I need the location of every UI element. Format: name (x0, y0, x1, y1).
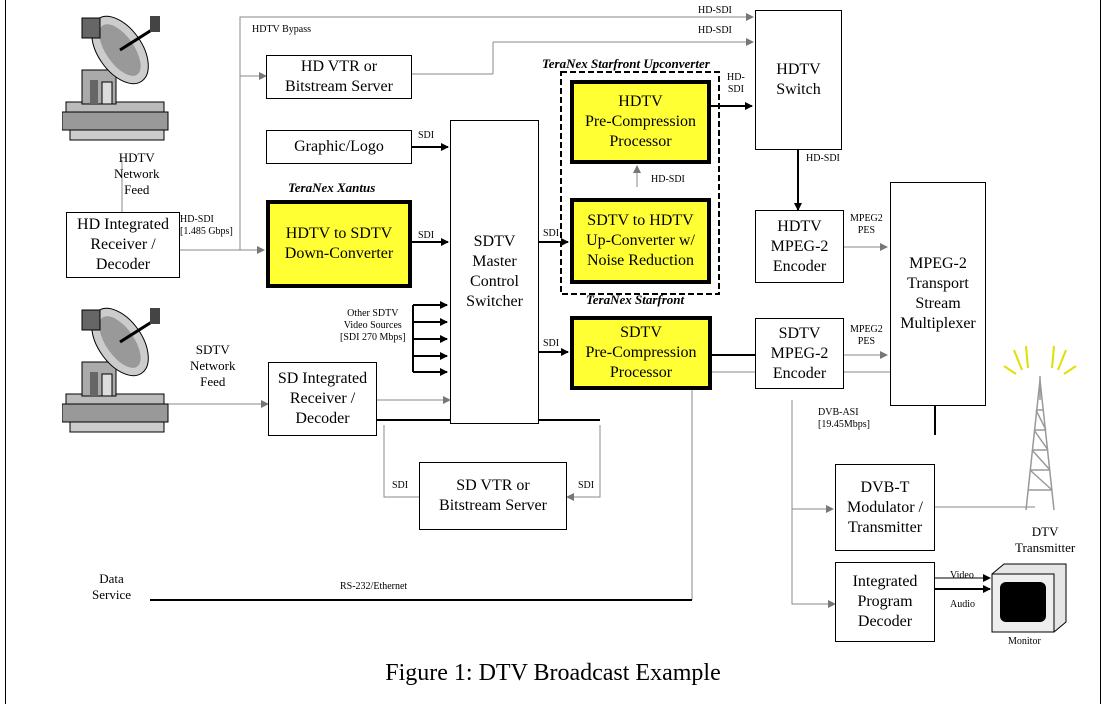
monitor-label: Monitor (1008, 636, 1041, 648)
hd-sdi-rate-label: HD-SDI [1.485 Gbps] (180, 214, 233, 238)
sdi-label: SDI (543, 228, 559, 240)
sd-integrated-receiver-box: SD Integrated Receiver / Decoder (268, 362, 377, 436)
sd-vtr-server-box: SD VTR or Bitstream Server (419, 462, 567, 530)
graphic-logo-label: Graphic/Logo (294, 137, 384, 157)
data-service-label: Data Service (92, 571, 131, 603)
sdi-label: SDI (578, 480, 594, 492)
rs232-ethernet-label: RS-232/Ethernet (340, 581, 407, 593)
video-label: Video (950, 570, 974, 582)
mpeg2-pes-label: MPEG2 PES (850, 213, 883, 237)
starfront-title: TeraNex Starfront (586, 292, 684, 308)
sdtv-precompression-label: SDTV Pre-Compression Processor (585, 323, 696, 383)
hdtv-precompression-label: HDTV Pre-Compression Processor (585, 92, 696, 152)
satellite-dish-icon (62, 10, 172, 150)
figure-caption: Figure 1: DTV Broadcast Example (0, 660, 1106, 687)
integrated-program-decoder-label: Integrated Program Decoder (853, 572, 918, 632)
down-converter-box: HDTV to SDTV Down-Converter (266, 200, 412, 288)
hdtv-network-feed-label: HDTV Network Feed (114, 150, 160, 198)
hdtv-mpeg2-encoder-label: HDTV MPEG-2 Encoder (771, 217, 829, 277)
sdtv-mpeg2-encoder-box: SDTV MPEG-2 Encoder (755, 318, 844, 389)
dvbt-modulator-label: DVB-T Modulator / Transmitter (847, 478, 923, 538)
sdi-label: SDI (418, 230, 434, 242)
dvbt-modulator-box: DVB-T Modulator / Transmitter (835, 464, 935, 551)
hdtv-switch-box: HDTV Switch (755, 10, 842, 150)
sdtv-master-switcher-box: SDTV Master Control Switcher (450, 120, 539, 424)
hd-integrated-receiver-box: HD Integrated Receiver / Decoder (66, 212, 180, 278)
dtv-transmitter-label: DTV Transmitter (1015, 524, 1075, 556)
sdi-label: SDI (543, 338, 559, 350)
hd-sdi-label: HD-SDI (698, 25, 732, 37)
monitor-icon (988, 560, 1068, 640)
satellite-dish-icon (62, 302, 172, 442)
down-converter-label: HDTV to SDTV Down-Converter (285, 224, 393, 264)
dvb-asi-label: DVB-ASI [19.45Mbps] (818, 407, 870, 431)
up-converter-label: SDTV to HDTV Up-Converter w/ Noise Reduc… (586, 211, 695, 271)
hd-sdi-label: HD- SDI (727, 72, 745, 96)
transport-stream-multiplexer-label: MPEG-2 Transport Stream Multiplexer (900, 254, 976, 334)
hdtv-mpeg2-encoder-box: HDTV MPEG-2 Encoder (755, 210, 844, 283)
xantus-title: TeraNex Xantus (288, 180, 375, 196)
hd-vtr-server-label: HD VTR or Bitstream Server (285, 57, 393, 97)
audio-label: Audio (950, 599, 975, 611)
hd-sdi-label: HD-SDI (651, 174, 685, 186)
transmitter-tower-icon (1000, 340, 1080, 525)
graphic-logo-box: Graphic/Logo (266, 130, 412, 164)
sdi-label: SDI (392, 480, 408, 492)
hd-integrated-receiver-label: HD Integrated Receiver / Decoder (77, 215, 169, 275)
sdtv-precompression-box: SDTV Pre-Compression Processor (570, 316, 712, 390)
sdi-label: SDI (418, 130, 434, 142)
hd-sdi-label: HD-SDI (806, 153, 840, 165)
starfront-upconverter-title: TeraNex Starfront Upconverter (542, 56, 710, 72)
sd-vtr-server-label: SD VTR or Bitstream Server (439, 476, 547, 516)
up-converter-box: SDTV to HDTV Up-Converter w/ Noise Reduc… (570, 198, 711, 284)
hdtv-switch-label: HDTV Switch (776, 60, 820, 100)
integrated-program-decoder-box: Integrated Program Decoder (835, 562, 935, 642)
mpeg2-pes-label: MPEG2 PES (850, 324, 883, 348)
transport-stream-multiplexer-box: MPEG-2 Transport Stream Multiplexer (890, 182, 986, 406)
sdtv-mpeg2-encoder-label: SDTV MPEG-2 Encoder (771, 324, 829, 384)
hd-vtr-server-box: HD VTR or Bitstream Server (266, 55, 412, 99)
sdtv-network-feed-label: SDTV Network Feed (190, 342, 236, 390)
other-sdtv-sources-label: Other SDTV Video Sources [SDI 270 Mbps] (340, 308, 406, 344)
hd-sdi-label: HD-SDI (698, 5, 732, 17)
sd-integrated-receiver-label: SD Integrated Receiver / Decoder (278, 369, 367, 429)
sdtv-master-switcher-label: SDTV Master Control Switcher (466, 232, 523, 312)
hdtv-precompression-box: HDTV Pre-Compression Processor (570, 80, 711, 164)
hdtv-bypass-label: HDTV Bypass (252, 24, 311, 36)
